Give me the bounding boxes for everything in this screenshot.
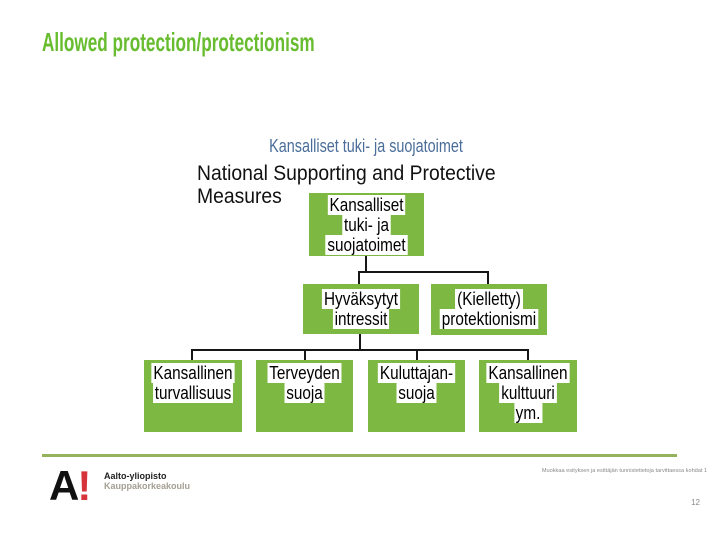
connector-line — [358, 271, 489, 273]
box-text-line: protektionismi — [440, 309, 538, 329]
box-text-line: (Kielletty) — [455, 289, 523, 309]
diagram-heading: Kansalliset tuki- ja suojatoimet — [269, 136, 463, 156]
connector-line — [416, 349, 418, 361]
diagram-box-national-security: Kansallinen turvallisuus — [144, 360, 242, 432]
box-text-line: suoja — [284, 383, 325, 403]
box-text-line: ym. — [513, 403, 543, 423]
box-text-line: Kansallinen — [151, 363, 235, 383]
connector-line — [191, 349, 193, 361]
university-name: Aalto-yliopisto — [104, 471, 167, 481]
box-text-line: suojatoimet — [325, 235, 408, 255]
school-name: Kauppakorkeakoulu — [104, 481, 191, 491]
box-text-line: Kansalliset — [327, 195, 406, 215]
box-text-line: Kuluttajan- — [378, 363, 455, 383]
box-text-line: tuki- ja — [342, 215, 391, 235]
aalto-logo-exclamation: ! — [77, 462, 91, 509]
footer-organization: Aalto-yliopisto Kauppakorkeakoulu — [104, 471, 190, 491]
box-text-line: Kansallinen — [486, 363, 570, 383]
diagram-box-health-protection: Terveyden suoja — [256, 360, 353, 432]
connector-line — [527, 349, 529, 361]
translation-overlay-text: National Supporting and Protective Measu… — [197, 162, 496, 208]
aalto-logo-a: A — [49, 462, 79, 509]
connector-line — [358, 271, 360, 285]
box-text-line: suoja — [396, 383, 437, 403]
diagram-box-allowed-interests: Hyväksytyt intressit — [303, 284, 419, 334]
box-text-line: kulttuuri — [499, 383, 557, 403]
diagram-box-national-culture: Kansallinen kulttuuri ym. — [479, 360, 577, 432]
slide-title: Allowed protection/protectionism — [42, 27, 315, 57]
diagram-box-forbidden-protectionism: (Kielletty) protektionismi — [431, 284, 547, 335]
diagram-box-consumer-protection: Kuluttajan- suoja — [368, 360, 465, 432]
diagram-box-root: Kansalliset tuki- ja suojatoimet — [309, 193, 424, 256]
connector-line — [359, 334, 361, 350]
connector-line — [365, 256, 367, 272]
connector-line — [487, 271, 489, 285]
connector-line — [304, 349, 306, 361]
box-text-line: Terveyden — [267, 363, 342, 383]
aalto-logo: A! — [49, 462, 91, 509]
box-text-line: turvallisuus — [153, 383, 233, 403]
footer-note: Muokkaa esityksen ja esittäjän tunnistet… — [541, 467, 707, 474]
page-number: 12 — [691, 498, 700, 507]
box-text-line: Hyväksytyt — [322, 289, 400, 309]
box-text-line: intressit — [332, 309, 390, 329]
footer-divider-line — [42, 454, 677, 457]
connector-line — [191, 349, 529, 351]
